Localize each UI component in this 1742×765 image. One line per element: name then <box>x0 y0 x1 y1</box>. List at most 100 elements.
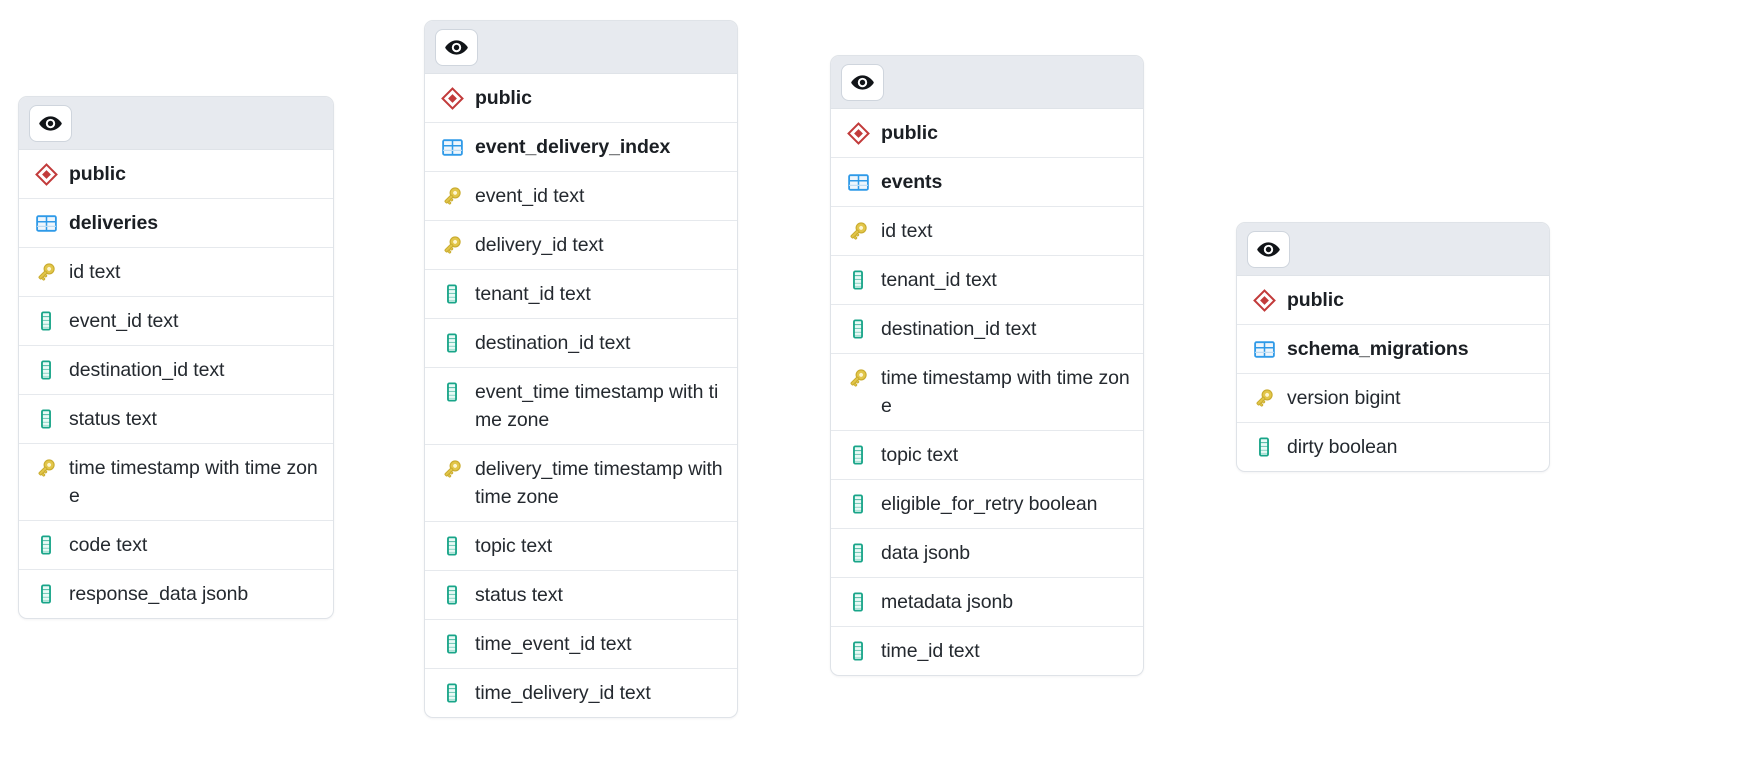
schema-row[interactable]: public <box>1237 276 1549 325</box>
column-row-label: time_id text <box>881 640 980 662</box>
visibility-toggle-button[interactable] <box>841 63 884 101</box>
key-icon <box>439 232 465 258</box>
table-card-header <box>1237 223 1549 276</box>
column-icon <box>33 308 59 334</box>
eye-icon <box>445 39 468 55</box>
column-icon <box>845 267 871 293</box>
table-card-header <box>19 97 333 150</box>
column-row-label: status text <box>69 408 157 430</box>
column-row[interactable]: id text <box>19 248 333 297</box>
eye-icon <box>39 115 62 131</box>
column-row[interactable]: version bigint <box>1237 374 1549 423</box>
column-row[interactable]: eligible_for_retry boolean <box>831 480 1143 529</box>
column-row[interactable]: status text <box>425 571 737 620</box>
column-icon <box>845 589 871 615</box>
column-row-label: metadata jsonb <box>881 591 1013 613</box>
column-icon <box>33 532 59 558</box>
eye-icon <box>1257 241 1280 257</box>
column-row[interactable]: destination_id text <box>425 319 737 368</box>
schema-row[interactable]: public <box>19 150 333 199</box>
column-row[interactable]: data jsonb <box>831 529 1143 578</box>
column-row-label: topic text <box>881 444 959 466</box>
schema-row-label: public <box>69 163 126 185</box>
column-row-label: status text <box>475 584 563 606</box>
table-name-row[interactable]: deliveries <box>19 199 333 248</box>
column-row[interactable]: topic text <box>425 522 737 571</box>
column-row-label: eligible_for_retry boolean <box>881 493 1098 515</box>
column-row-label: time_delivery_id text <box>475 682 651 704</box>
column-row[interactable]: metadata jsonb <box>831 578 1143 627</box>
table-name-row[interactable]: event_delivery_index <box>425 123 737 172</box>
table-name-row-label: events <box>881 171 943 193</box>
column-row-label: event_time timestamp with time zone <box>475 381 719 431</box>
column-row[interactable]: delivery_id text <box>425 221 737 270</box>
visibility-toggle-button[interactable] <box>1247 230 1290 268</box>
column-row[interactable]: tenant_id text <box>831 256 1143 305</box>
column-row[interactable]: destination_id text <box>19 346 333 395</box>
column-icon <box>845 316 871 342</box>
column-icon <box>439 680 465 706</box>
schema-row[interactable]: public <box>425 74 737 123</box>
visibility-toggle-button[interactable] <box>29 104 72 142</box>
column-row[interactable]: topic text <box>831 431 1143 480</box>
schema-row[interactable]: public <box>831 109 1143 158</box>
column-row-label: topic text <box>475 535 553 557</box>
column-row[interactable]: destination_id text <box>831 305 1143 354</box>
column-row[interactable]: status text <box>19 395 333 444</box>
column-row-label: id text <box>881 220 933 242</box>
column-row[interactable]: event_id text <box>425 172 737 221</box>
column-row[interactable]: time timestamp with time zone <box>19 444 333 521</box>
column-icon <box>439 631 465 657</box>
column-row[interactable]: event_id text <box>19 297 333 346</box>
schema-row-label: public <box>475 87 532 109</box>
column-row-label: data jsonb <box>881 542 970 564</box>
column-row[interactable]: time timestamp with time zone <box>831 354 1143 431</box>
column-icon <box>439 533 465 559</box>
column-icon <box>33 406 59 432</box>
column-row[interactable]: id text <box>831 207 1143 256</box>
schema-icon <box>439 85 465 111</box>
column-icon <box>845 491 871 517</box>
key-icon <box>33 455 59 481</box>
column-row-label: destination_id text <box>475 332 631 354</box>
table-card-header <box>425 21 737 74</box>
column-row[interactable]: time_delivery_id text <box>425 669 737 717</box>
visibility-toggle-button[interactable] <box>435 28 478 66</box>
table-name-row-label: schema_migrations <box>1287 338 1469 360</box>
column-row-label: tenant_id text <box>881 269 997 291</box>
key-icon <box>845 218 871 244</box>
column-row-label: delivery_time timestamp with time zone <box>475 458 723 508</box>
column-icon <box>845 540 871 566</box>
column-row-label: dirty boolean <box>1287 436 1398 458</box>
column-row[interactable]: tenant_id text <box>425 270 737 319</box>
column-row-label: version bigint <box>1287 387 1401 409</box>
column-row[interactable]: time_id text <box>831 627 1143 675</box>
schema-row-label: public <box>881 122 938 144</box>
column-row[interactable]: dirty boolean <box>1237 423 1549 471</box>
schema-icon <box>33 161 59 187</box>
key-icon <box>439 183 465 209</box>
table-name-row[interactable]: schema_migrations <box>1237 325 1549 374</box>
table-icon <box>1251 336 1277 362</box>
table-card-events[interactable]: public events id text tenant_id text destina… <box>830 55 1144 676</box>
column-icon <box>439 281 465 307</box>
schema-icon <box>1251 287 1277 313</box>
column-row-label: id text <box>69 261 121 283</box>
column-row[interactable]: delivery_time timestamp with time zone <box>425 445 737 522</box>
column-row[interactable]: code text <box>19 521 333 570</box>
key-icon <box>33 259 59 285</box>
column-icon <box>33 357 59 383</box>
column-row[interactable]: event_time timestamp with time zone <box>425 368 737 445</box>
column-row[interactable]: response_data jsonb <box>19 570 333 618</box>
column-row[interactable]: time_event_id text <box>425 620 737 669</box>
key-icon <box>845 365 871 391</box>
table-name-row[interactable]: events <box>831 158 1143 207</box>
column-icon <box>33 581 59 607</box>
column-icon <box>439 330 465 356</box>
column-icon <box>439 582 465 608</box>
